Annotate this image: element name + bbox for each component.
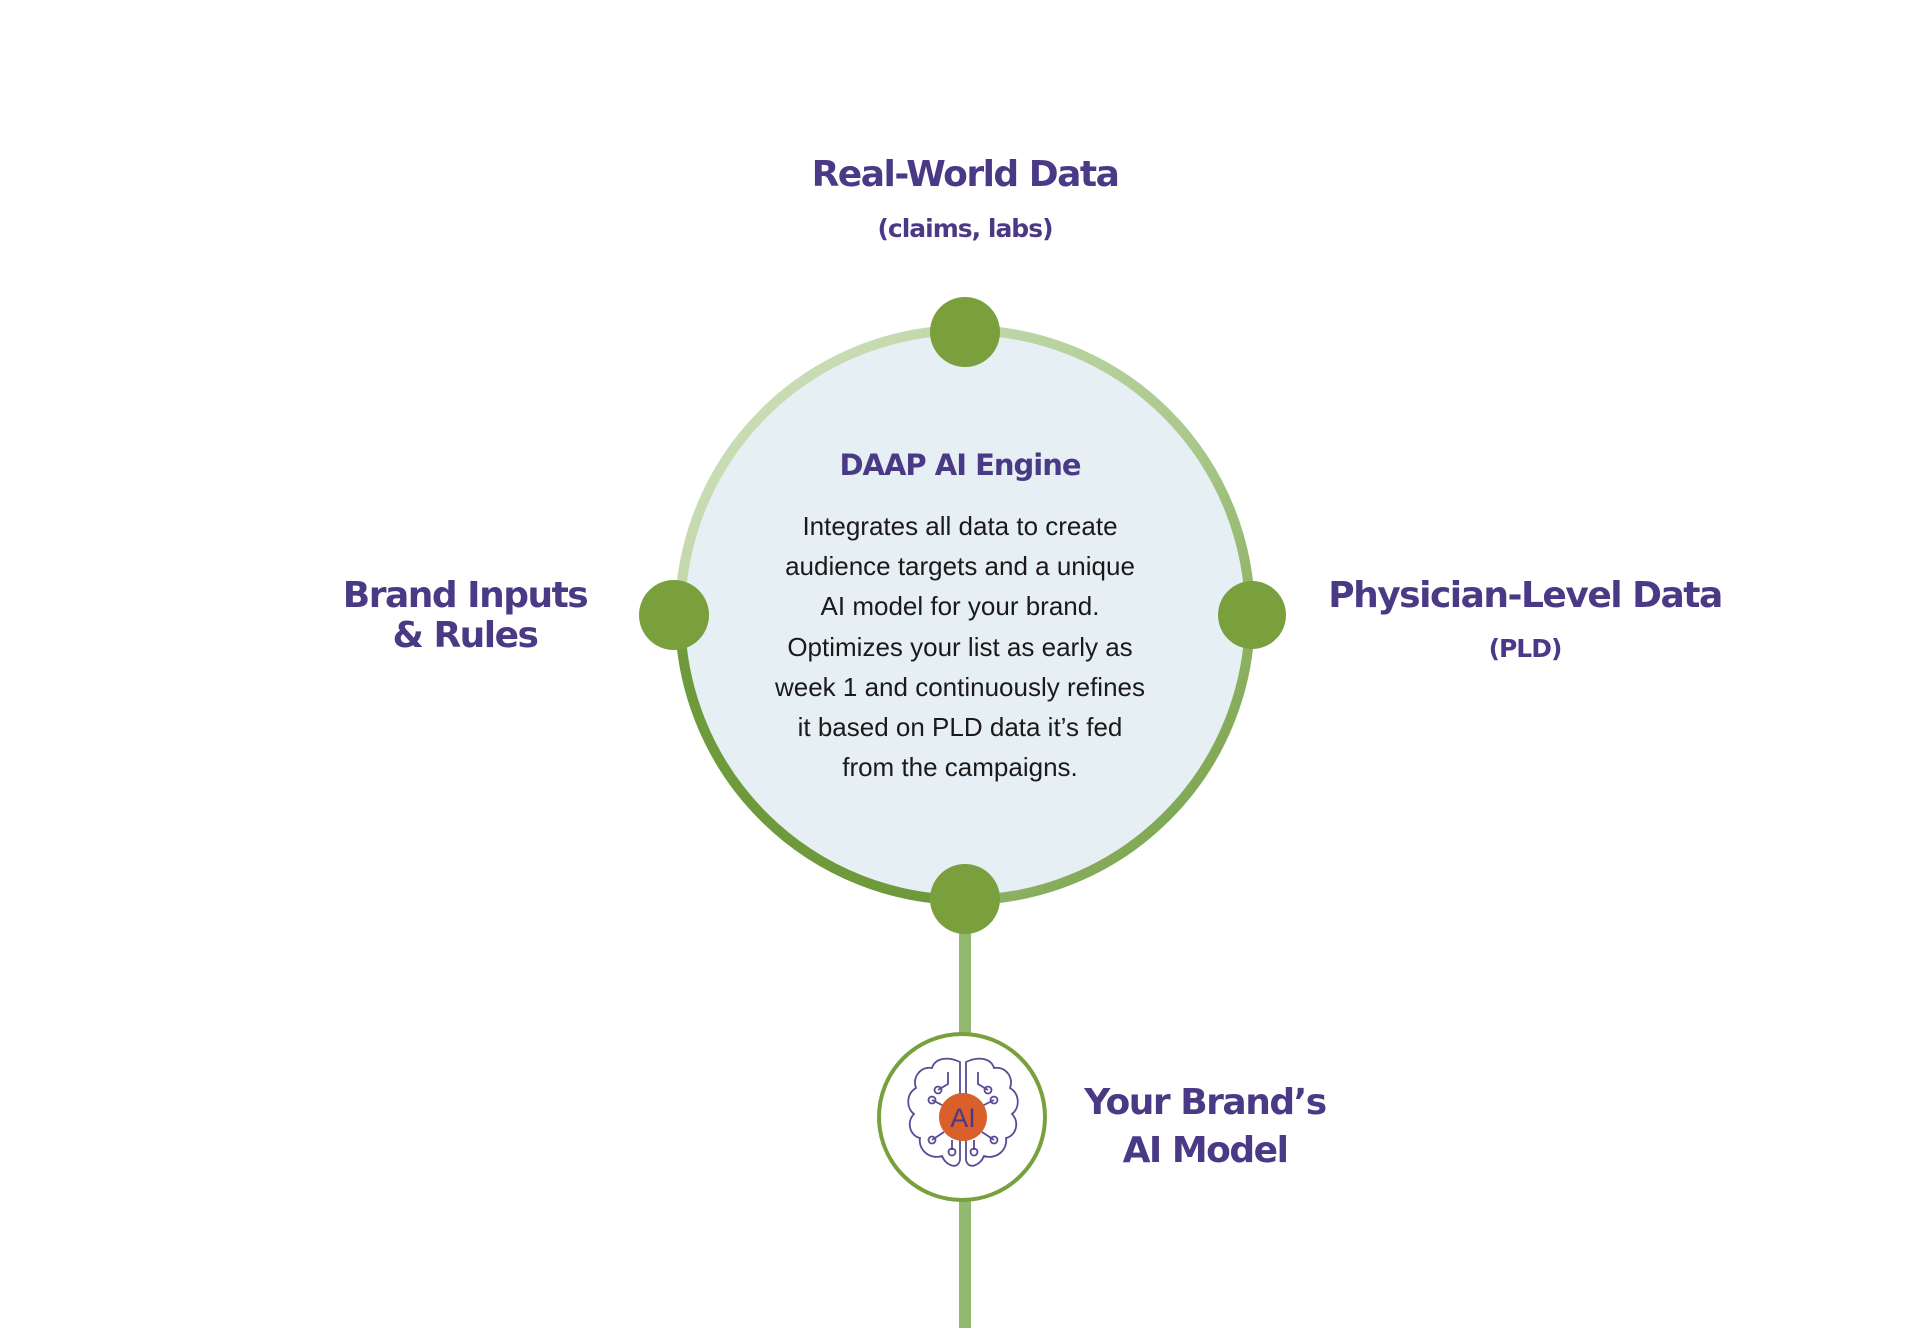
engine-description-line: Integrates all data to create [802, 511, 1118, 541]
physician-level-data-subtitle: (PLD) [1488, 634, 1563, 663]
engine-description: Integrates all data to create audience t… [750, 506, 1170, 787]
ai-icon-text: AI [950, 1103, 976, 1133]
brand-inputs-title-line2: & Rules [392, 615, 539, 656]
real-world-data-subtitle: (claims, labs) [877, 214, 1053, 243]
node-dot-bottom [930, 864, 1000, 934]
engine-description-line: Optimizes your list as early as [787, 631, 1133, 662]
brand-ai-model-title-line1: Your Brand’s [1084, 1082, 1327, 1123]
brand-ai-model-title-line2: AI Model [1122, 1130, 1289, 1171]
engine-ring-accent [675, 614, 966, 905]
engine-description-line: AI model for your brand. [820, 591, 1100, 622]
real-world-data-title: Real-World Data [811, 154, 1120, 195]
node-dot-left [639, 580, 709, 650]
brain-ai-icon [907, 1057, 1019, 1167]
node-dot-top [930, 297, 1000, 367]
engine-description-line: from the campaigns. [842, 752, 1078, 783]
node-dot-right [1218, 581, 1286, 649]
physician-level-data-title: Physician-Level Data [1328, 575, 1723, 616]
engine-description-line: it based on PLD data it’s fed [797, 712, 1123, 743]
engine-title: DAAP AI Engine [839, 448, 1081, 482]
engine-description-line: week 1 and continuously refines [774, 671, 1145, 702]
engine-description-line: audience targets and a unique [785, 551, 1135, 582]
brand-inputs-title-line1: Brand Inputs [342, 575, 589, 616]
ai-model-badge: AI [877, 1032, 1047, 1202]
